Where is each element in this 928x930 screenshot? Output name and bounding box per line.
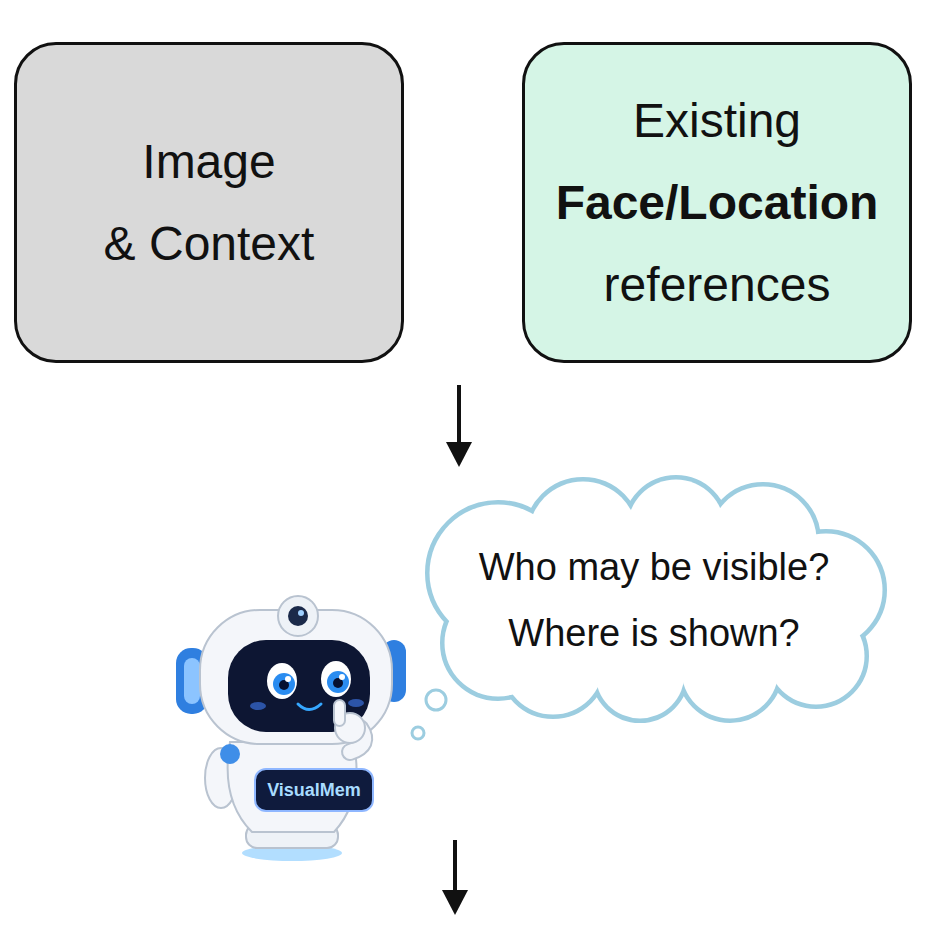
- node-text: Image: [142, 121, 275, 203]
- reference-box: ExistingFace/Locationreferences: [522, 42, 912, 363]
- robot-name: VisualMem: [255, 769, 373, 811]
- robot-joint: [220, 744, 240, 764]
- robot-cheek: [250, 702, 266, 710]
- node-text: Face/Location: [556, 162, 879, 244]
- robot-lens: [288, 606, 308, 626]
- thought-bubble: [412, 727, 424, 739]
- robot-eye: [267, 663, 297, 699]
- chest-panel: [255, 769, 373, 811]
- node-text: references: [604, 244, 831, 326]
- arrow-shaft: [453, 840, 457, 894]
- down-arrow: [446, 385, 472, 467]
- robot-eye-glint: [339, 674, 345, 680]
- node-text: & Context: [104, 203, 315, 285]
- robot-ear-inner: [184, 658, 200, 704]
- robot-eye-glint: [285, 676, 291, 682]
- robot-finger: [334, 700, 345, 726]
- node-text: Who may be visible?: [479, 534, 830, 600]
- input-box: Image& Context: [14, 42, 404, 363]
- node-text: Existing: [633, 80, 801, 162]
- cloud-text: Who may be visible?Where is shown?: [418, 478, 890, 722]
- robot-iris: [327, 671, 349, 693]
- arrow-head: [442, 890, 468, 915]
- down-arrow: [442, 840, 468, 915]
- robot-cheek: [348, 699, 364, 707]
- robot-eye: [321, 661, 351, 697]
- label-text: VisualMem: [267, 780, 361, 800]
- thought-bubble: [426, 690, 446, 710]
- robot-lens-glint: [298, 610, 304, 616]
- cloud-outline: [418, 478, 890, 722]
- arrow-head: [446, 442, 472, 467]
- robot-iris: [273, 673, 295, 695]
- thought-cloud: Who may be visible?Where is shown?: [418, 478, 890, 722]
- robot-smile: [298, 704, 321, 710]
- arrow-shaft: [457, 385, 461, 446]
- robot-camera: [278, 596, 318, 636]
- node-text: Where is shown?: [508, 600, 799, 666]
- robot-illustration: [176, 596, 406, 861]
